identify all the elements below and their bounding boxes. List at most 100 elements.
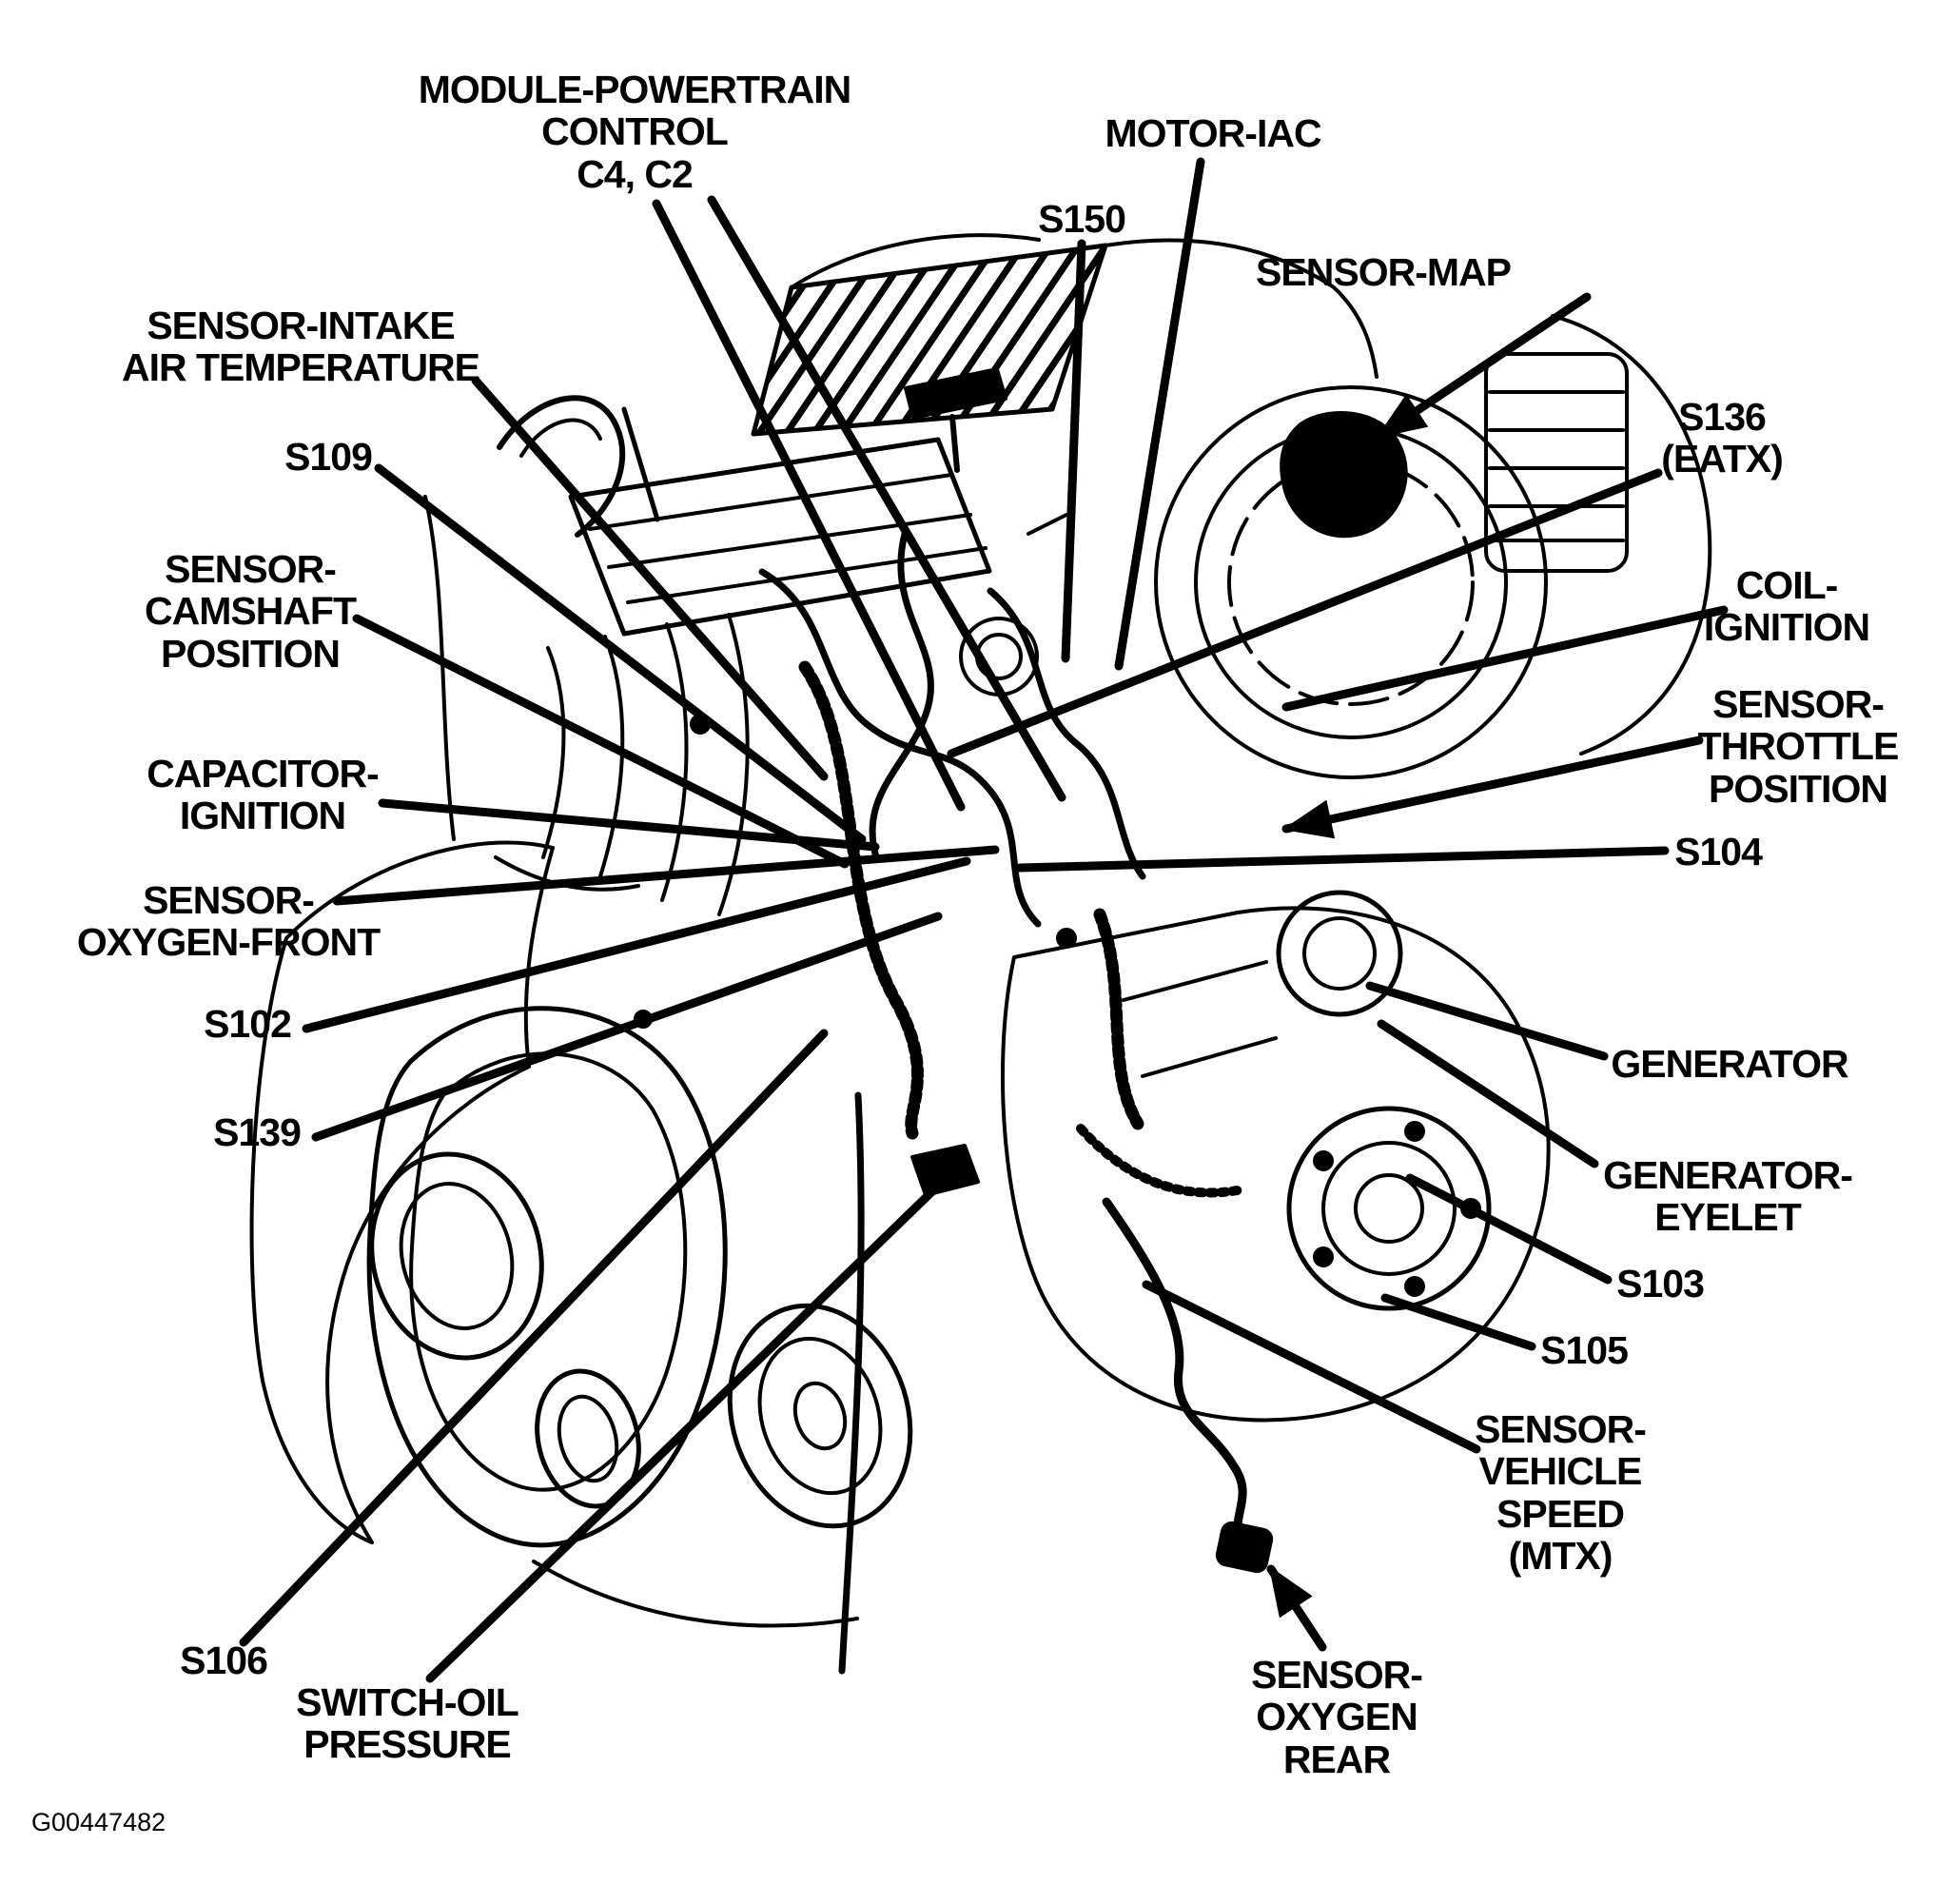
oil-pan-edge xyxy=(532,1560,859,1628)
transaxle-housing xyxy=(1001,906,1551,1423)
crank-pulley-outer xyxy=(727,1303,913,1529)
label-sensor-oxygen-front: SENSOR- OXYGEN-FRONT xyxy=(76,878,381,965)
label-s103: S103 xyxy=(1616,1262,1705,1305)
resonator-box xyxy=(1484,352,1629,573)
throttle-bracket xyxy=(904,367,1007,420)
label-sensor-camshaft-position: SENSOR- CAMSHAFT POSITION xyxy=(144,547,357,676)
leader-sensor-iat xyxy=(471,376,829,781)
drive-belt xyxy=(1076,1124,1242,1198)
air-duct-hatched xyxy=(751,243,1108,437)
leader-s104 xyxy=(1015,846,1670,873)
leader-generator-eyelet xyxy=(1377,1019,1599,1168)
label-s136-eatx: S136 (EATX) xyxy=(1661,395,1784,481)
label-sensor-map: SENSOR-MAP xyxy=(1256,250,1512,294)
label-capacitor-ignition: CAPACITOR- IGNITION xyxy=(147,752,380,838)
valve-cover xyxy=(568,437,992,637)
leader-s150 xyxy=(1061,239,1086,663)
harness-wire-1 xyxy=(758,568,1042,928)
label-s102: S102 xyxy=(204,1002,292,1046)
oil-pressure-switch xyxy=(910,1144,980,1197)
label-sensor-oxygen-rear: SENSOR- OXYGEN REAR xyxy=(1251,1653,1423,1781)
crank-pulley-hub xyxy=(792,1381,848,1451)
o2-rear-wire xyxy=(1102,1197,1247,1549)
o2-rear-connector xyxy=(1215,1521,1274,1574)
engine-right-silhouette xyxy=(1551,314,1712,756)
generator-bracket-2 xyxy=(1141,1036,1278,1078)
label-generator-eyelet: GENERATOR- EYELET xyxy=(1603,1153,1853,1240)
idler-inner xyxy=(557,1394,619,1483)
leader-lines xyxy=(239,157,1729,1683)
leader-sensor-camshaft xyxy=(352,614,850,869)
hub-bolt-4 xyxy=(1313,1150,1334,1171)
label-generator: GENERATOR xyxy=(1611,1042,1848,1086)
cam-sprocket-outer xyxy=(369,1151,544,1361)
leader-oxygen-rear xyxy=(1266,1564,1327,1652)
label-s106: S106 xyxy=(180,1639,268,1682)
leader-s139 xyxy=(311,912,943,1142)
leader-sensor-oxygen-front xyxy=(332,845,1000,906)
leader-s109 xyxy=(374,463,867,844)
figure-code: G00447482 xyxy=(31,1808,166,1836)
timing-cover-inner xyxy=(409,1051,688,1492)
axle-hub-center xyxy=(1354,1173,1424,1244)
leader-sensor-throttle xyxy=(1281,736,1704,839)
leader-s103 xyxy=(1405,1173,1613,1285)
corrugated-tube-2 xyxy=(1093,908,1144,1130)
leader-motor-iac xyxy=(1114,157,1205,671)
label-sensor-throttle-position: SENSOR- THROTTLE POSITION xyxy=(1697,682,1900,811)
label-s150: S150 xyxy=(1038,197,1126,241)
label-s109: S109 xyxy=(284,435,373,479)
air-hose-outer xyxy=(497,395,626,538)
leader-module-pcm-c2 xyxy=(707,195,1066,802)
air-cleaner-outer xyxy=(1154,385,1548,779)
bolt-2 xyxy=(1056,928,1077,949)
label-switch-oil-pressure: SWITCH-OIL PRESSURE xyxy=(296,1680,519,1767)
label-s139: S139 xyxy=(213,1110,302,1154)
axle-hub-outer xyxy=(1286,1106,1492,1311)
dipstick-tube xyxy=(621,406,660,522)
leader-s136-eatx xyxy=(947,468,1663,758)
leader-vehicle-speed xyxy=(1142,1280,1481,1454)
label-module-powertrain-control: MODULE-POWERTRAIN CONTROL C4, C2 xyxy=(418,68,851,196)
harness-wire-3 xyxy=(987,587,1146,880)
engine-illustration xyxy=(249,233,1712,1675)
air-duct-top-edge xyxy=(790,233,1041,289)
hub-bolt-5 xyxy=(1404,1121,1425,1142)
resonator-ribs xyxy=(1488,390,1625,542)
block-vertical-edge xyxy=(838,1091,865,1675)
bell-housing xyxy=(249,840,555,1544)
intake-plenum-edge xyxy=(1104,238,1379,379)
leader-module-pcm-c4 xyxy=(652,199,966,812)
leader-coil-ignition xyxy=(1281,605,1729,712)
intake-runner-3 xyxy=(660,622,689,902)
cam-sprocket-inner xyxy=(399,1182,515,1330)
intake-runner-4 xyxy=(717,613,750,916)
label-motor-iac: MOTOR-IAC xyxy=(1105,111,1321,155)
leader-s105 xyxy=(1380,1293,1536,1351)
map-sensor-body xyxy=(1280,411,1408,539)
intake-runner-1 xyxy=(541,646,566,859)
leader-generator xyxy=(1365,981,1609,1061)
axle-hub-mid xyxy=(1321,1141,1457,1276)
generator-body xyxy=(1276,890,1403,1017)
leader-sensor-map xyxy=(1375,292,1592,441)
harness-wire-2 xyxy=(869,530,934,861)
hub-bolt-2 xyxy=(1404,1276,1425,1297)
valve-cover-ribs xyxy=(588,473,988,604)
label-s104: S104 xyxy=(1674,830,1763,873)
corrugated-tube-1 xyxy=(798,660,924,1140)
crank-pulley-mid xyxy=(757,1336,883,1496)
detail-stroke-1 xyxy=(1027,513,1068,536)
label-coil-ignition: COIL- IGNITION xyxy=(1703,563,1870,650)
leader-capacitor-ignition xyxy=(378,798,880,852)
generator-bracket-1 xyxy=(1122,960,1268,1002)
leader-s102 xyxy=(302,856,971,1033)
leader-switch-oil xyxy=(425,1187,937,1683)
intake-runner-2 xyxy=(598,635,625,878)
label-sensor-vehicle-speed: SENSOR- VEHICLE SPEED (MTX) xyxy=(1475,1407,1647,1578)
generator-pulley xyxy=(1302,916,1377,991)
timing-cover-outer xyxy=(366,1006,728,1548)
hub-bolt-3 xyxy=(1313,1246,1334,1267)
